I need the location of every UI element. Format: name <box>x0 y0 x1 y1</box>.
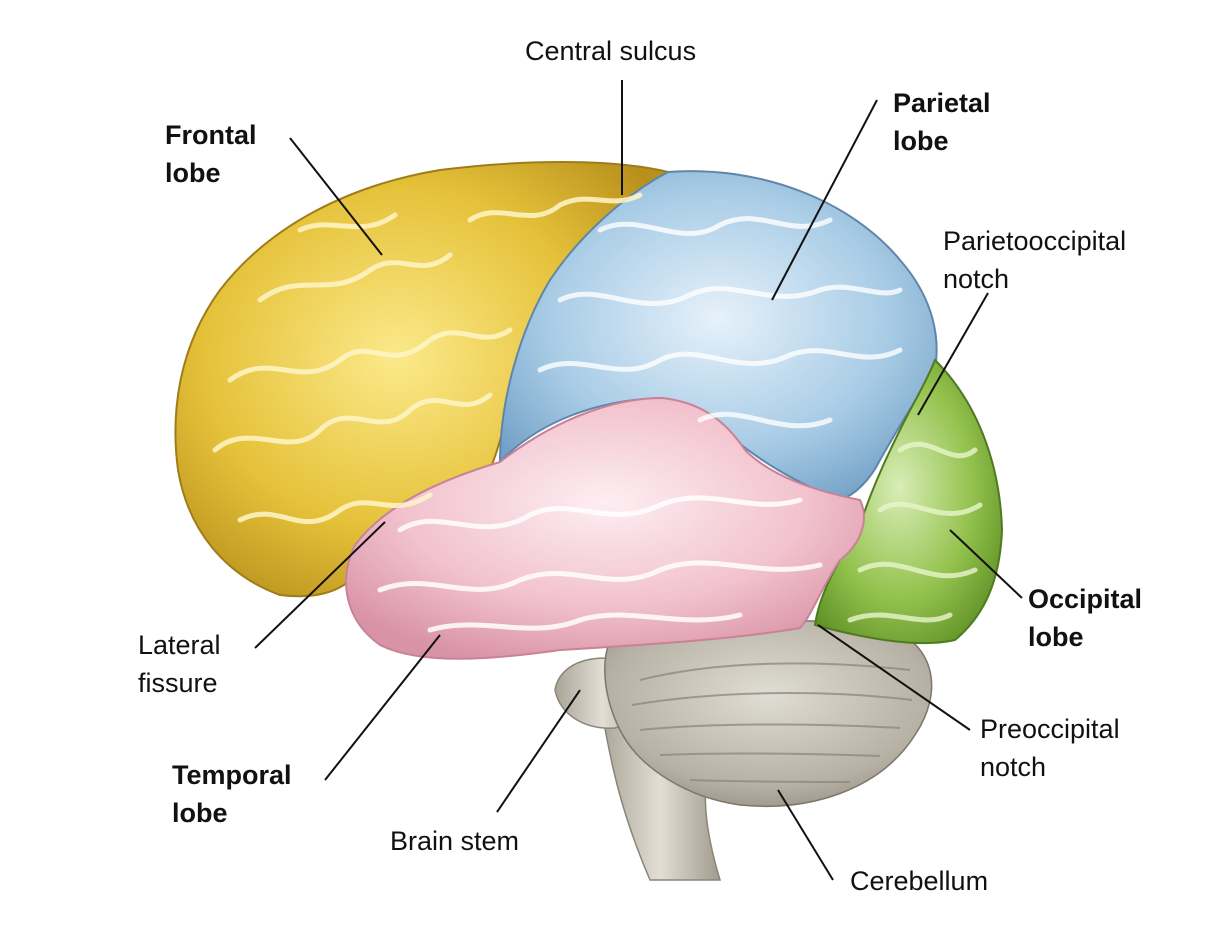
leader-preoccipital-notch <box>817 624 971 731</box>
occipital-lobe-region <box>813 358 1004 645</box>
leader-occipital-lobe <box>949 529 1023 599</box>
leader-frontal-lobe <box>289 137 383 256</box>
label-preoccipital-notch: Preoccipital notch <box>980 714 1120 782</box>
leader-parietal-lobe <box>771 99 878 301</box>
temporal-gyri <box>377 495 823 633</box>
frontal-gyri <box>212 192 643 524</box>
parietal-lobe-region <box>498 170 938 502</box>
label-frontal-lobe: Frontal lobe <box>165 120 257 188</box>
label-parietal-lobe: Parietal lobe <box>893 88 991 156</box>
leader-lines <box>254 80 1023 881</box>
label-temporal-lobe: Temporal lobe <box>172 760 292 828</box>
label-lateral-fissure: Lateral fissure <box>138 630 221 698</box>
label-cerebellum: Cerebellum <box>850 866 989 896</box>
leader-temporal-lobe <box>324 634 441 781</box>
leader-cerebellum <box>777 789 834 881</box>
cerebellum-folia <box>631 662 913 783</box>
occipital-gyri <box>847 441 983 623</box>
label-occipital-lobe: Occipital lobe <box>1028 584 1143 652</box>
leader-lateral-fissure <box>254 521 386 649</box>
parietal-gyri <box>537 216 903 429</box>
temporal-lobe-region <box>345 396 865 660</box>
label-central-sulcus: Central sulcus <box>525 36 697 66</box>
leader-brain-stem <box>496 689 581 813</box>
label-brain-stem: Brain stem <box>390 826 520 856</box>
leader-parietooccipital-notch <box>917 292 989 416</box>
label-parietooccipital-notch: Parietooccipital notch <box>943 226 1127 294</box>
